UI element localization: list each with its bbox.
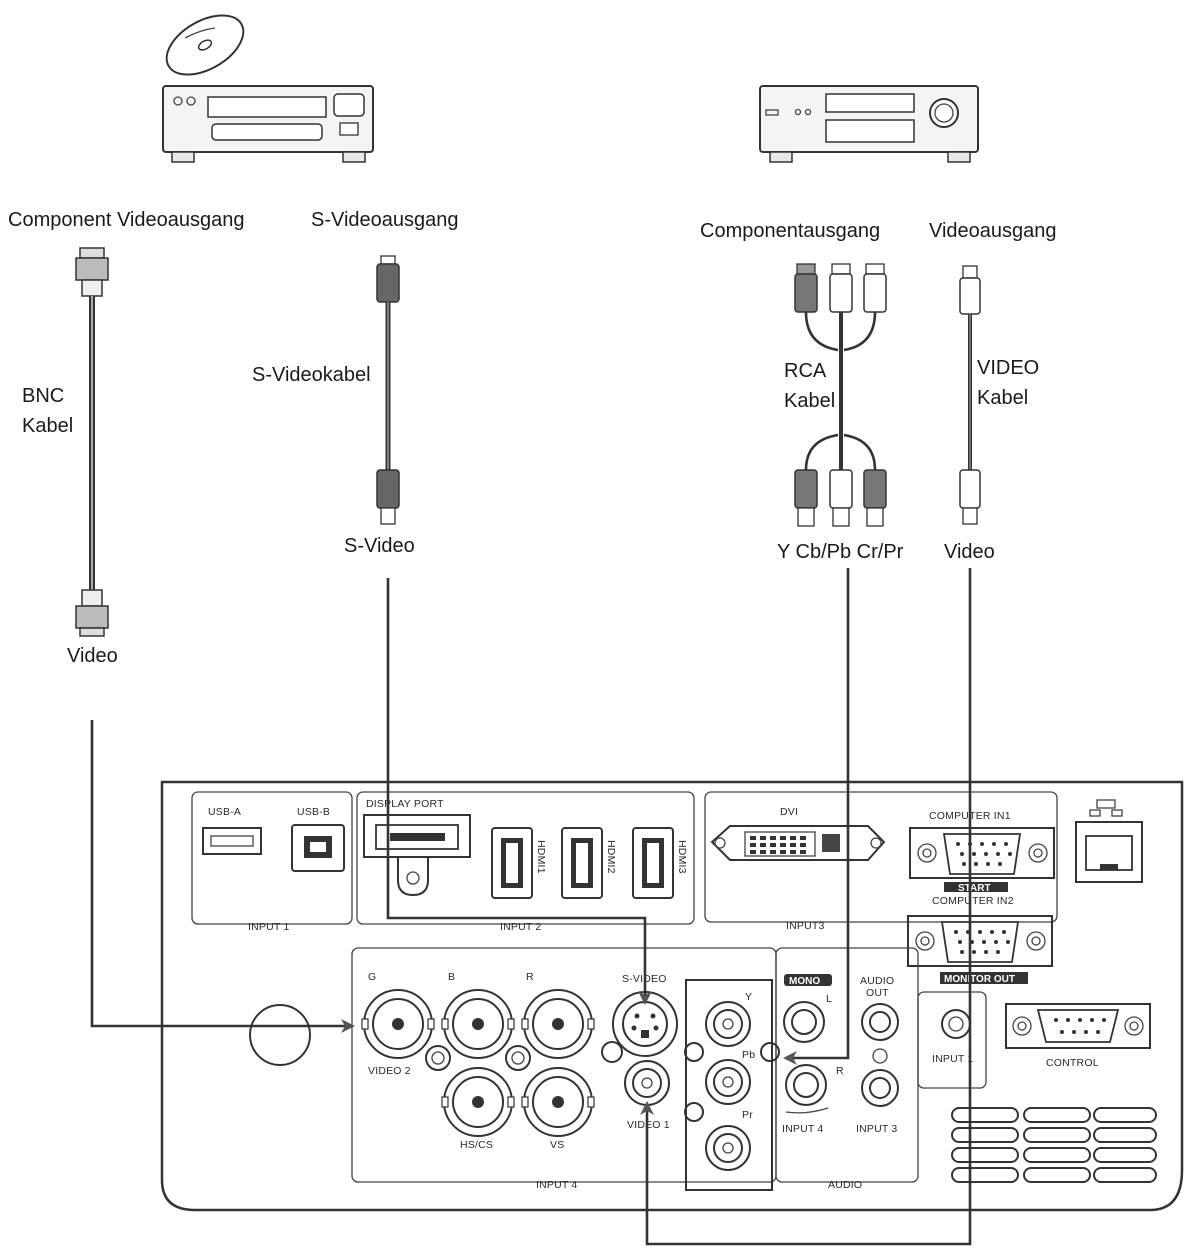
bnc-r-port bbox=[521, 989, 595, 1059]
bnc-g-video2-port bbox=[361, 989, 435, 1059]
label-s-videoausgang: S-Videoausgang bbox=[311, 209, 459, 231]
pb-rca-port bbox=[705, 1059, 751, 1105]
label-hdmi3: HDMI3 bbox=[676, 840, 688, 874]
label-hdmi1: HDMI1 bbox=[535, 840, 547, 874]
bnc-hscs-port bbox=[441, 1067, 515, 1137]
vent-grille bbox=[951, 1107, 1157, 1183]
label-rca-kabel: Kabel bbox=[784, 390, 835, 412]
start-badge bbox=[944, 882, 1008, 892]
rca-cable bbox=[794, 263, 887, 527]
label-bnc: BNC bbox=[22, 385, 64, 407]
label-bnc-video-end: Video bbox=[67, 645, 118, 667]
label-hscs: HS/CS bbox=[460, 1139, 493, 1151]
y-rca-port bbox=[705, 1001, 751, 1047]
label-audio: AUDIO bbox=[828, 1179, 862, 1191]
label-monitor-out: MONITOR OUT bbox=[944, 974, 1015, 985]
label-audio-input4: INPUT 4 bbox=[782, 1123, 823, 1135]
label-video-end: Video bbox=[944, 541, 995, 563]
label-mono: MONO bbox=[789, 976, 820, 987]
label-video2: VIDEO 2 bbox=[368, 1065, 411, 1077]
bnc-b-port bbox=[441, 989, 515, 1059]
dvd-player-icon bbox=[162, 14, 374, 163]
pr-rca-port bbox=[705, 1125, 751, 1171]
label-usb-b: USB-B bbox=[297, 806, 330, 818]
label-audio-r: R bbox=[836, 1065, 844, 1077]
control-port bbox=[1005, 1003, 1151, 1049]
hdmi3-port bbox=[632, 827, 674, 899]
label-computer-in2: COMPUTER IN2 bbox=[932, 895, 1014, 907]
label-start: START bbox=[958, 883, 991, 894]
lan-port bbox=[1075, 799, 1143, 883]
label-pr: Pr bbox=[742, 1109, 753, 1121]
s-video-connection-line bbox=[386, 578, 652, 1005]
computer-in2-port bbox=[907, 915, 1053, 967]
mono-badge bbox=[784, 974, 832, 986]
hdmi1-port bbox=[491, 827, 533, 899]
audio-r-port bbox=[785, 1064, 827, 1106]
label-s-video-end: S-Video bbox=[344, 535, 415, 557]
label-r: R bbox=[526, 971, 534, 983]
label-control: CONTROL bbox=[1046, 1057, 1099, 1069]
s-video-cable bbox=[376, 255, 400, 525]
disc-icon bbox=[165, 14, 245, 76]
label-b: B bbox=[448, 971, 455, 983]
label-s-videokabel: S-Videokabel bbox=[252, 364, 371, 386]
label-videoausgang: Videoausgang bbox=[929, 220, 1057, 242]
projector-back-panel: USB-A USB-B INPUT 1 DISPLAY PORT HDMI1 H… bbox=[160, 780, 1184, 1212]
label-rca: RCA bbox=[784, 360, 827, 382]
component-input-box bbox=[685, 979, 773, 1191]
label-dvi: DVI bbox=[780, 806, 798, 818]
audio-input3-port bbox=[861, 1069, 899, 1107]
label-y: Y bbox=[745, 991, 752, 1003]
label-pb: Pb bbox=[742, 1049, 755, 1061]
computer-in1-port bbox=[909, 827, 1055, 879]
label-video-kabel: Kabel bbox=[977, 387, 1028, 409]
video-cable bbox=[959, 265, 981, 525]
hdmi2-port bbox=[561, 827, 603, 899]
audio-out-port bbox=[861, 1003, 899, 1041]
component-connection-line bbox=[783, 568, 850, 1065]
usb-b-port bbox=[291, 824, 345, 872]
audio-l-port bbox=[783, 1001, 825, 1043]
label-input4: INPUT 4 bbox=[536, 1179, 577, 1191]
label-bnc-kabel: Kabel bbox=[22, 415, 73, 437]
monitor-out-badge bbox=[940, 972, 1028, 984]
label-audio-input3: INPUT 3 bbox=[856, 1123, 897, 1135]
round-vent bbox=[249, 1004, 311, 1066]
label-video-cable: VIDEO bbox=[977, 357, 1039, 379]
bnc-vs-port bbox=[521, 1067, 595, 1137]
label-componentausgang: Componentausgang bbox=[700, 220, 880, 242]
dvi-port bbox=[710, 825, 886, 861]
label-g: G bbox=[368, 971, 376, 983]
bnc-cable bbox=[75, 247, 109, 637]
usb-a-port bbox=[202, 827, 262, 855]
label-audio-out-2: OUT bbox=[866, 987, 889, 999]
label-video1: VIDEO 1 bbox=[627, 1119, 670, 1131]
label-input1: INPUT 1 bbox=[248, 921, 289, 933]
label-input2: INPUT 2 bbox=[500, 921, 541, 933]
label-component-end: Y Cb/Pb Cr/Pr bbox=[777, 541, 904, 563]
video-connection-line bbox=[640, 568, 972, 1246]
label-vs: VS bbox=[550, 1139, 564, 1151]
label-component-videoausgang: Component Videoausgang bbox=[8, 209, 244, 231]
label-usb-a: USB-A bbox=[208, 806, 241, 818]
label-hdmi2: HDMI2 bbox=[605, 840, 617, 874]
label-audio-out-1: AUDIO bbox=[860, 975, 894, 987]
label-audio-input1: INPUT 1 bbox=[932, 1053, 973, 1065]
label-input3: INPUT3 bbox=[786, 920, 825, 932]
label-display-port: DISPLAY PORT bbox=[366, 798, 444, 810]
label-audio-l: L bbox=[826, 993, 832, 1005]
bnc-connection-line bbox=[90, 720, 355, 1033]
av-receiver-icon bbox=[759, 85, 979, 163]
display-port-connector bbox=[363, 814, 471, 858]
